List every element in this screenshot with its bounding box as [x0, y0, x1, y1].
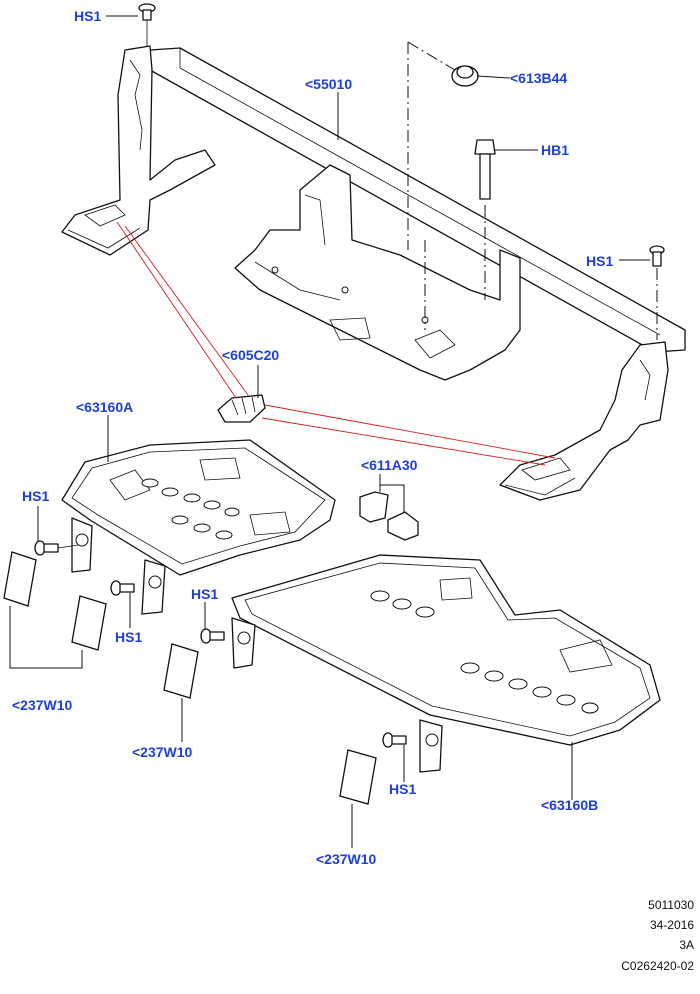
callout-237w10-bottom[interactable]: <237W10 — [316, 851, 377, 867]
callout-237w10-left[interactable]: <237W10 — [12, 697, 73, 713]
leader-lines — [9, 15, 650, 848]
callout-hs1-mid[interactable]: HS1 — [191, 586, 219, 602]
pad-237w10 — [163, 643, 199, 699]
centerline-613b44-link — [407, 41, 456, 71]
reference-drawing-id: C0262420-02 — [621, 959, 694, 973]
callout-hs1-mid-left[interactable]: HS1 — [115, 629, 143, 645]
callout-hs1-right[interactable]: HS1 — [586, 253, 614, 269]
clip-611a30 — [359, 491, 419, 541]
callout-63160a[interactable]: <63160A — [76, 399, 134, 415]
pad-237w10 — [71, 595, 107, 651]
seat-pan-63160b — [231, 554, 661, 773]
screw-icon — [138, 3, 156, 46]
screw-icon — [34, 540, 79, 556]
seat-pan-63160a — [61, 439, 336, 615]
bolt-icon — [474, 139, 496, 200]
callout-hs1-bottom[interactable]: HS1 — [389, 781, 417, 797]
callout-hs1-top[interactable]: HS1 — [74, 8, 102, 24]
connector-605c20 — [217, 394, 266, 423]
callout-hb1[interactable]: HB1 — [541, 142, 570, 158]
pad-237w10 — [339, 749, 377, 805]
reference-revision: 3A — [679, 938, 694, 952]
callout-611a30[interactable]: <611A30 — [361, 457, 418, 473]
screw-icon — [649, 245, 665, 267]
pad-237w10 — [3, 551, 37, 607]
callout-63160b[interactable]: <63160B — [541, 797, 599, 813]
callout-55010[interactable]: <55010 — [305, 76, 353, 92]
screw-icon — [200, 628, 225, 644]
screw-icon — [110, 580, 135, 596]
seat-frame-55010 — [61, 45, 686, 501]
callout-605c20[interactable]: <605C20 — [222, 347, 280, 363]
reference-date: 34-2016 — [649, 918, 694, 932]
screw-icon — [382, 732, 407, 748]
callout-237w10-mid[interactable]: <237W10 — [132, 744, 193, 760]
callout-613b44[interactable]: <613B44 — [510, 70, 568, 86]
clip-icon — [451, 65, 479, 87]
reference-number: 5011030 — [648, 898, 694, 912]
callout-hs1-left[interactable]: HS1 — [22, 488, 50, 504]
